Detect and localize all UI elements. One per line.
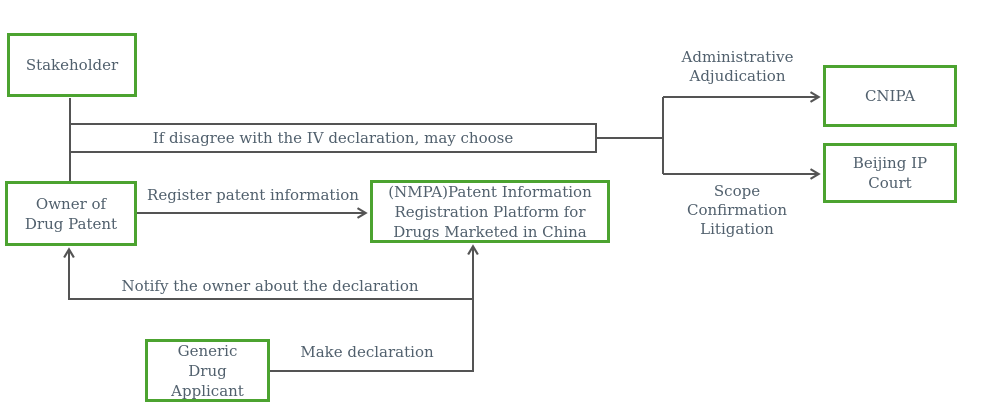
node-stakeholder: Stakeholder	[7, 33, 137, 97]
edge-label-scope-confirmation-litigation: Scope Confirmation Litigation	[686, 182, 788, 238]
node-generic-drug-applicant: Generic Drug Applicant	[145, 339, 270, 402]
decision-disagree-box: If disagree with the IV declaration, may…	[69, 123, 597, 153]
node-generic-label: Generic Drug Applicant	[171, 341, 244, 400]
node-beijing-ip-court: Beijing IP Court	[823, 143, 957, 203]
node-nmpa-platform: (NMPA)Patent Information Registration Pl…	[370, 180, 610, 243]
node-cnipa: CNIPA	[823, 65, 957, 127]
edge-label-administrative-adjudication: Administrative Adjudication	[681, 48, 794, 85]
edge-label-make-declaration: Make declaration	[300, 343, 434, 361]
decision-disagree-label: If disagree with the IV declaration, may…	[152, 129, 514, 147]
node-cnipa-label: CNIPA	[864, 87, 916, 105]
edge-declare-to-nmpa	[270, 244, 479, 372]
node-owner-of-drug-patent: Owner of Drug Patent	[5, 181, 137, 246]
node-stakeholder-label: Stakeholder	[25, 56, 119, 74]
edge-label-register-patent-information: Register patent information	[147, 186, 359, 204]
edge-label-notify-owner: Notify the owner about the declaration	[121, 277, 419, 295]
node-court-label: Beijing IP Court	[852, 154, 928, 192]
node-nmpa-label: (NMPA)Patent Information Registration Pl…	[388, 182, 592, 241]
edge-notify-to-owner	[63, 247, 473, 300]
node-owner-label: Owner of Drug Patent	[24, 194, 118, 233]
